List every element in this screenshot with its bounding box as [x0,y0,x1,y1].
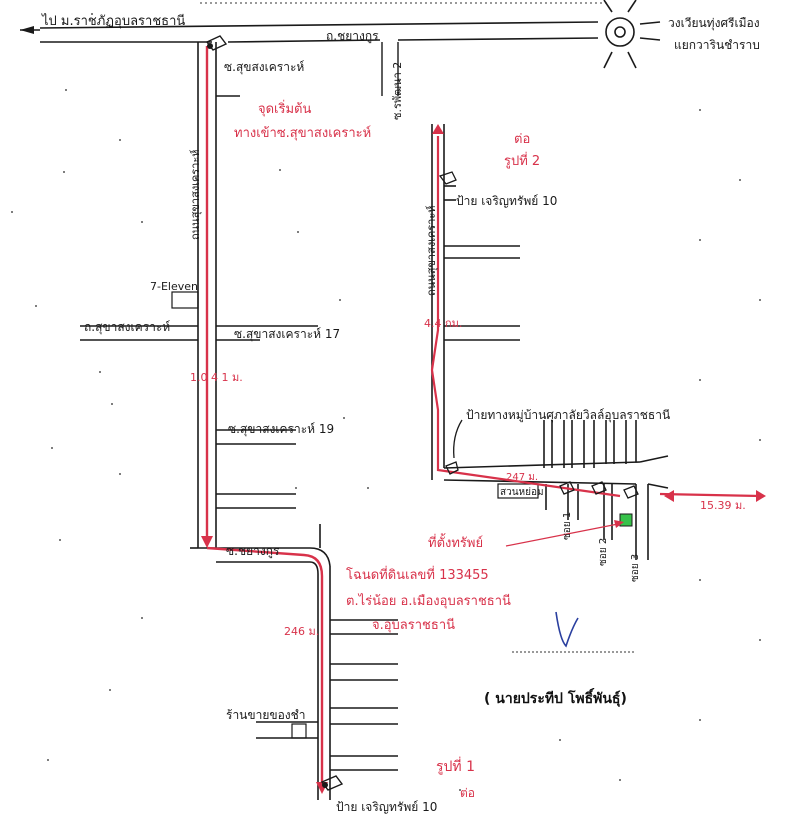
soi-sukha-17-label: ซ.สุขาสงเคราะห์ 17 [234,327,341,341]
deed-line3: จ.อุบลราชธานี [372,618,456,633]
soi-1-label: ซอย 1 [562,511,573,540]
right-flag-markers [445,461,639,499]
seven-eleven-label: 7-Eleven [150,280,198,293]
lower-vertical-road [256,524,398,800]
figure-1-line2: ต่อ [460,786,475,800]
right-shop-label: สวนหย่อม [500,487,544,498]
deed-line2: ต.ไร่น้อย อ.เมืองอุบลราชธานี [346,594,511,609]
start-point-line1: จุดเริ่มต้น [258,102,312,117]
road-chayangkun-label: ถ.ชยางกูร [326,29,379,43]
house-location-label: ที่ตั้งทรัพย์ [428,536,484,551]
property-pointer [505,523,619,547]
sign-top-right: ป้าย เจริญทรัพย์ 10 [456,194,558,208]
dist-east-label: 15.39 ม. [700,499,746,512]
signature-name: ( นายประทีป โพธิ์พันธุ์) [484,691,627,707]
roundabout-note-1: วงเวียนทุ่งศรีเมือง [668,16,760,30]
continue-line2: รูปที่ 2 [504,154,541,169]
soi-chayangkun-label: ซ.ชยางกูร [226,544,280,558]
village-pointer [453,419,463,459]
start-flag-icon [205,35,228,51]
right-vertical-road [431,124,669,560]
right-route-arrow-icon [432,124,444,134]
continue-line1: ต่อ [514,132,531,147]
roundabout-icon [603,0,637,69]
sign-bottom-label: ป้าย เจริญทรัพย์ 10 [336,800,438,814]
dist-lower-label: 246 ม. [284,625,320,638]
soi-2-label: ซอย 2 [598,537,609,566]
left-vertical-road [80,42,318,548]
signature-mark [555,611,579,648]
top-main-road [39,21,661,43]
road-sukha-sakhiriat-label: ถ.สุขาสงเคราะห์ [84,320,171,334]
west-entry-arrow-icon [664,490,674,502]
left-route-arrow-icon [201,536,213,548]
top-left-direction: ไป ม.ราชภัฏอุบลราชธานี [42,14,186,29]
dist-horizontal-label: 247 ม. [506,472,539,483]
dist-left-mid-label: 1.0 4 1 ม. [190,371,243,384]
right-top-flag-icon [438,171,457,185]
right-vertical-road-label: ถนนสุขาสงเคราะห์ [425,205,438,296]
east-arrow-icon [756,490,766,502]
soi-rapatnam-road [381,42,399,96]
left-vertical-road-label: ถนนสุขาสงเคราะห์ [189,149,202,240]
soi-sukha-19-label: ซ.สุขาสงเคราะห์ 19 [228,422,335,436]
speckles [11,13,761,791]
soi-sukhasongkhro-label: ซ.สุขสงเคราะห์ [224,60,305,74]
bottom-flag-icon [320,775,344,791]
property-marker [619,513,633,527]
start-point-line2: ทางเข้าซ.สุขาสงเคราะห์ [234,126,372,141]
shop-label: ร้านขายของชำ [226,708,306,722]
roundabout-note-2: แยกวารินชำราบ [674,38,760,52]
dist-right-mid-label: 4.4 กม. [424,317,463,330]
soi-rapatnam-label: ซ.รพัฒนา 2 [391,61,404,120]
village-sign-label: ป้ายทางหมู่บ้านศุภาลัยวิลล์อุบลราชธานี [466,408,671,422]
soi-3-label: ซอย 3 [630,553,641,582]
figure-1-line1: รูปที่ 1 [436,759,475,775]
right-route-line [430,136,761,498]
deed-line1: โฉนดที่ดินเลขที่ 133455 [346,568,489,583]
lower-route-line [206,546,324,786]
